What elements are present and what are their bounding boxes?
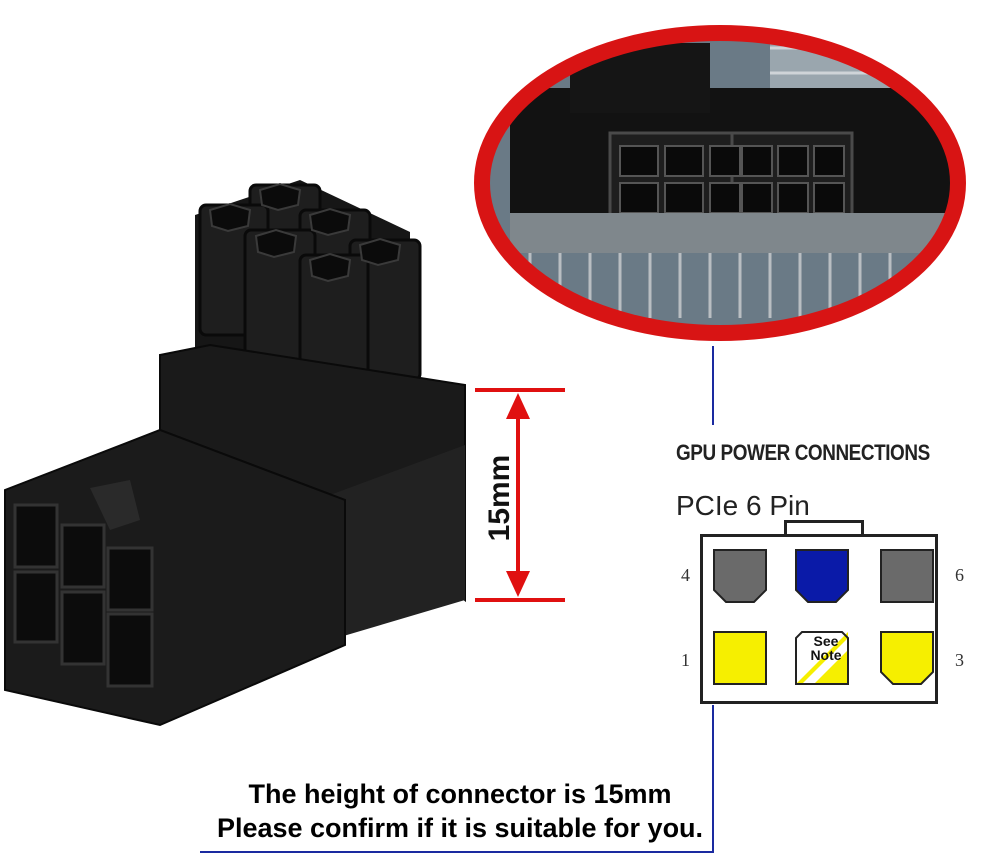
pin-2 — [794, 630, 850, 686]
pin-number-6: 6 — [955, 565, 964, 585]
connector-image — [4, 180, 466, 727]
caption: The height of connector is 15mm Please c… — [150, 777, 770, 845]
pin-3 — [879, 630, 935, 686]
motherboard-zoom-image — [474, 25, 966, 341]
pin-number-1: 1 — [681, 650, 690, 670]
dimension-arrow — [475, 388, 565, 602]
diagram-title: GPU POWER CONNECTIONS — [676, 440, 930, 465]
pin-4 — [712, 548, 768, 604]
caption-line-1: The height of connector is 15mm — [248, 779, 672, 809]
caption-line-2: Please confirm if it is suitable for you… — [216, 813, 704, 843]
connector-latch — [784, 520, 864, 534]
pin-1 — [712, 630, 768, 686]
pin-number-3: 3 — [955, 650, 964, 670]
see-note-label: See Note — [810, 633, 842, 663]
diagram-subtitle: PCIe 6 Pin — [676, 490, 810, 521]
pin-5 — [794, 548, 850, 604]
pin-number-4: 4 — [681, 565, 690, 585]
pin-6 — [879, 548, 935, 604]
dimension-label: 15mm — [483, 454, 516, 542]
